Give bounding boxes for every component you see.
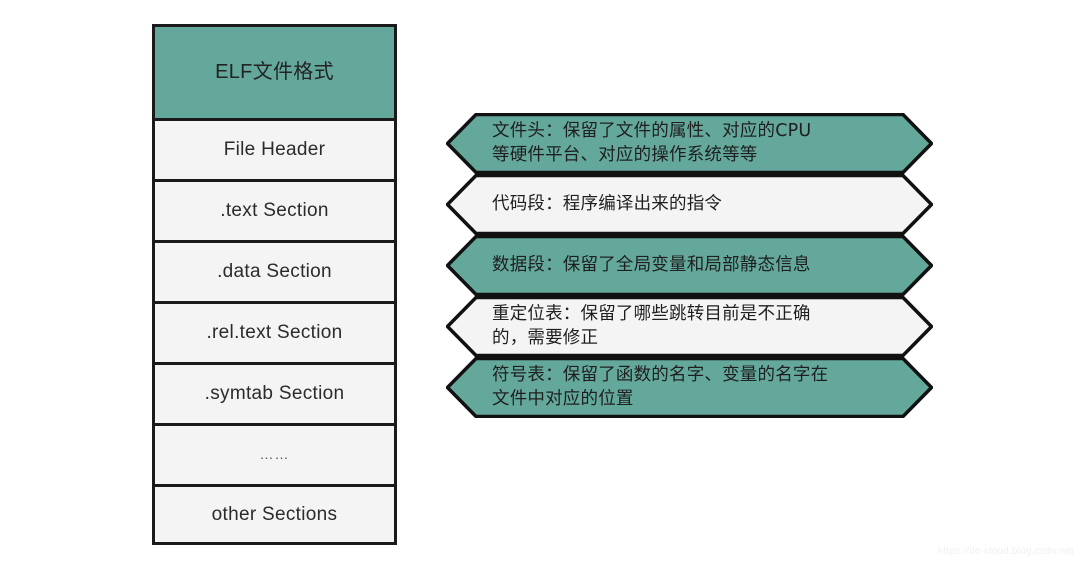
chevron-shape-icon — [446, 357, 933, 418]
chevron-shape-icon — [446, 235, 933, 296]
banner-label: 数据段：保留了全局变量和局部静态信息 — [492, 254, 811, 275]
banner-data-segment: 数据段：保留了全局变量和局部静态信息 — [446, 235, 933, 296]
elf-stack-row-label: .symtab Section — [204, 383, 345, 405]
elf-stack-row-label: File Header — [223, 139, 326, 161]
banner-file-header: 文件头：保留了文件的属性、对应的CPU 等硬件平台、对应的操作系统等等 — [446, 113, 933, 174]
elf-stack-row-text-section: .text Section — [152, 179, 397, 240]
ellipsis-icon: …… — [259, 446, 290, 463]
elf-stack-header-label: ELF文件格式 — [215, 61, 334, 83]
banner-label: 代码段：程序编译出来的指令 — [492, 193, 723, 214]
elf-stack-row-label: .rel.text Section — [206, 322, 343, 344]
elf-stack-row-other-sections: other Sections — [152, 484, 397, 545]
elf-stack-row-file-header: File Header — [152, 118, 397, 179]
elf-format-stack: ELF文件格式 File Header .text Section .data … — [152, 24, 397, 545]
elf-stack-row-reltext-section: .rel.text Section — [152, 301, 397, 362]
elf-stack-row-label: other Sections — [211, 503, 338, 525]
elf-stack-row-symtab-section: .symtab Section — [152, 362, 397, 423]
banner-text-segment: 代码段：程序编译出来的指令 — [446, 174, 933, 235]
elf-stack-header: ELF文件格式 — [152, 24, 397, 118]
chevron-shape-icon — [446, 174, 933, 235]
elf-stack-row-label: .data Section — [217, 261, 332, 283]
chevron-shape-icon — [446, 296, 933, 357]
elf-stack-row-data-section: .data Section — [152, 240, 397, 301]
banner-relocation-table: 重定位表：保留了哪些跳转目前是不正确 的，需要修正 — [446, 296, 933, 357]
banner-label: 文件头：保留了文件的属性、对应的CPU 等硬件平台、对应的操作系统等等 — [492, 121, 812, 165]
elf-description-banners: 文件头：保留了文件的属性、对应的CPU 等硬件平台、对应的操作系统等等 代码段：… — [446, 113, 933, 418]
banner-symbol-table: 符号表：保留了函数的名字、变量的名字在 文件中对应的位置 — [446, 357, 933, 418]
banner-label: 重定位表：保留了哪些跳转目前是不正确 的，需要修正 — [492, 304, 811, 348]
banner-label: 符号表：保留了函数的名字、变量的名字在 文件中对应的位置 — [492, 365, 829, 409]
elf-stack-row-ellipsis: …… — [152, 423, 397, 484]
elf-stack-row-label: .text Section — [220, 200, 329, 222]
chevron-shape-icon — [446, 113, 933, 174]
watermark: https://lfe-cloud.blog.csdn.net — [937, 546, 1074, 557]
